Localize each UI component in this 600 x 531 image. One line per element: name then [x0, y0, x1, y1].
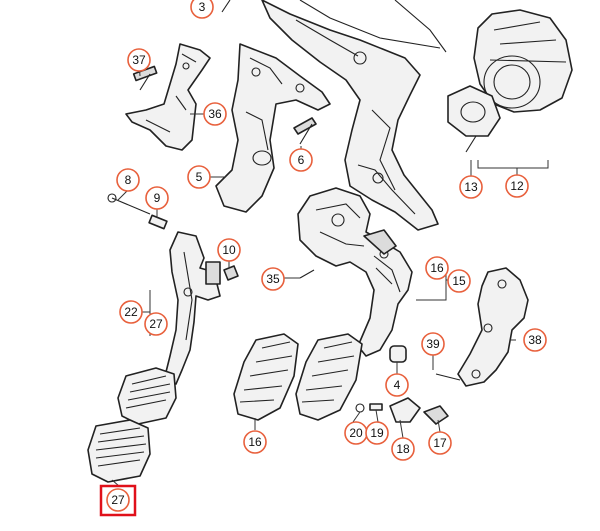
callout-19: 19	[365, 421, 389, 445]
plate-part-38	[457, 267, 529, 387]
callout-5: 5	[187, 165, 211, 189]
callout-20-label: 20	[349, 426, 363, 440]
callout-27-highlighted-label: 27	[111, 493, 125, 507]
callout-6: 6	[289, 148, 313, 172]
callout-39: 39	[421, 332, 445, 356]
highlight-box	[99, 484, 137, 517]
pedal-arm-left	[163, 231, 221, 385]
callout-10-label: 10	[222, 243, 236, 257]
callout-4-label: 4	[394, 378, 401, 392]
housing-part-12	[447, 9, 573, 137]
callout-17-label: 17	[433, 436, 447, 450]
callout-12-label: 12	[510, 179, 524, 193]
callout-8: 8	[116, 168, 140, 192]
callout-38-label: 38	[528, 333, 542, 347]
callout-39-label: 39	[426, 337, 440, 351]
callout-17: 17	[428, 431, 452, 455]
callout-6-label: 6	[298, 153, 305, 167]
callout-12: 12	[505, 174, 529, 198]
callout-22: 22	[119, 300, 143, 324]
callout-16-upper: 16	[425, 256, 449, 280]
callout-15-label: 15	[452, 274, 466, 288]
callout-13-label: 13	[464, 180, 478, 194]
callout-36-label: 36	[208, 107, 222, 121]
callout-27-upper: 27	[144, 312, 168, 336]
callout-18-label: 18	[396, 442, 410, 456]
upper-bracket-drawing	[261, 0, 447, 231]
callout-37: 37	[127, 48, 151, 72]
callout-9: 9	[145, 186, 169, 210]
callout-16-upper-label: 16	[430, 261, 444, 275]
bolt-sleeve-parts	[107, 193, 168, 230]
callout-35: 35	[261, 267, 285, 291]
callout-10: 10	[217, 238, 241, 262]
callout-5-label: 5	[196, 170, 203, 184]
callout-22-label: 22	[124, 305, 138, 319]
callout-9-label: 9	[154, 191, 161, 205]
callout-18: 18	[391, 437, 415, 461]
pedal-pad-part-27	[87, 419, 151, 483]
callout-38: 38	[523, 328, 547, 352]
callout-35-label: 35	[266, 272, 280, 286]
callout-15: 15	[447, 269, 471, 293]
callout-37-label: 37	[132, 53, 146, 67]
callout-16-lower-label: 16	[248, 435, 262, 449]
callout-27-upper-label: 27	[149, 317, 163, 331]
pedal-pad-upper-left	[117, 367, 177, 425]
callout-36: 36	[203, 102, 227, 126]
callout-3-label: 3	[199, 0, 206, 14]
callout-16-lower: 16	[243, 430, 267, 454]
callout-13: 13	[459, 175, 483, 199]
callout-3: 3	[190, 0, 214, 19]
callout-4: 4	[385, 373, 409, 397]
bracket-part-5	[215, 43, 331, 213]
pedal-mechanism-right	[297, 187, 413, 357]
callout-20: 20	[344, 421, 368, 445]
pedal-pad-right	[295, 333, 363, 421]
callout-8-label: 8	[125, 173, 132, 187]
pedal-pad-part-16	[233, 333, 299, 421]
callout-19-label: 19	[370, 426, 384, 440]
callout-27-highlighted[interactable]: 27	[99, 484, 137, 517]
